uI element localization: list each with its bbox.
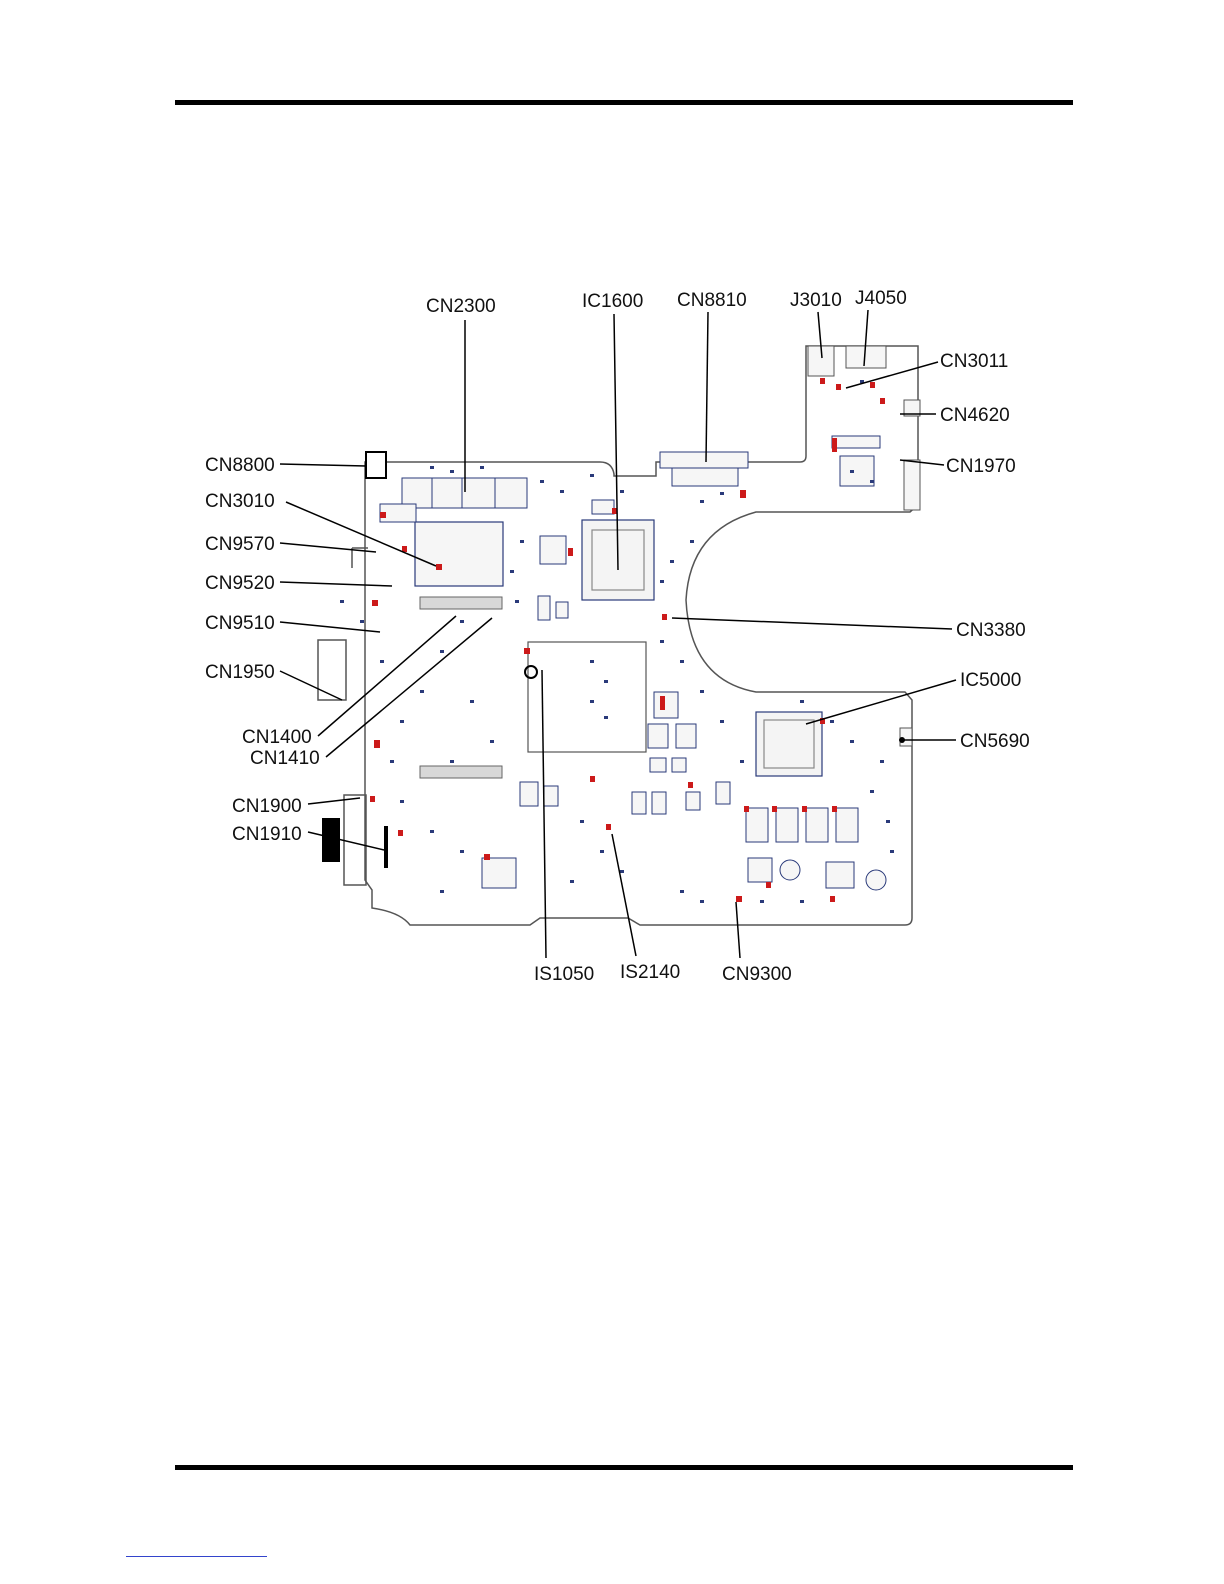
label-cn8810: CN8810 [677,290,747,311]
connector-cn8800-block [366,452,386,478]
leader-cn8810 [706,312,708,462]
chips-lower-right [746,808,886,890]
label-cn5690: CN5690 [960,731,1030,752]
label-cn9520: CN9520 [205,573,275,594]
leader-cn1410 [326,618,492,757]
leader-lines [280,310,956,958]
label-cn8800: CN8800 [205,455,275,476]
label-ic1600: IC1600 [582,291,643,312]
leader-cn1900 [308,798,360,804]
leader-arrowheads [525,666,905,743]
leader-cn9520 [280,582,392,586]
label-cn1950: CN1950 [205,662,275,683]
label-is1050: IS1050 [534,964,594,985]
leader-is2140 [612,834,636,956]
leader-cn3380 [672,618,952,629]
connector-cn8810-block [660,452,748,486]
label-cn1900: CN1900 [232,796,302,817]
leader-is1050 [542,670,546,958]
label-cn9300: CN9300 [722,964,792,985]
label-j3010: J3010 [790,290,842,311]
chip-left-upper [415,522,503,586]
leader-cn1950 [280,671,342,700]
label-cn1910: CN1910 [232,824,302,845]
label-cn3010: CN3010 [205,491,275,512]
component-labels: CN2300 IC1600 CN8810 J3010 J4050 CN3011 … [205,288,1030,985]
memory-slots [420,597,502,778]
label-cn9570: CN9570 [205,534,275,555]
label-cn9510: CN9510 [205,613,275,634]
chip-large-center [528,642,646,752]
label-cn1410: CN1410 [250,748,320,769]
label-cn3011: CN3011 [940,351,1008,372]
label-ic5000: IC5000 [960,670,1021,691]
label-j4050: J4050 [855,288,907,309]
leader-cn9300 [736,902,740,958]
label-cn1970: CN1970 [946,456,1016,477]
label-cn3380: CN3380 [956,620,1026,641]
leader-ic5000 [806,680,956,724]
label-cn4620: CN4620 [940,405,1010,426]
label-cn1400: CN1400 [242,727,312,748]
leader-cn8800 [280,464,366,466]
leader-cn1400 [318,616,456,736]
label-is2140: IS2140 [620,962,680,983]
label-cn2300: CN2300 [426,296,496,317]
leader-cn1910 [308,832,384,850]
jack-sockets [808,346,920,746]
